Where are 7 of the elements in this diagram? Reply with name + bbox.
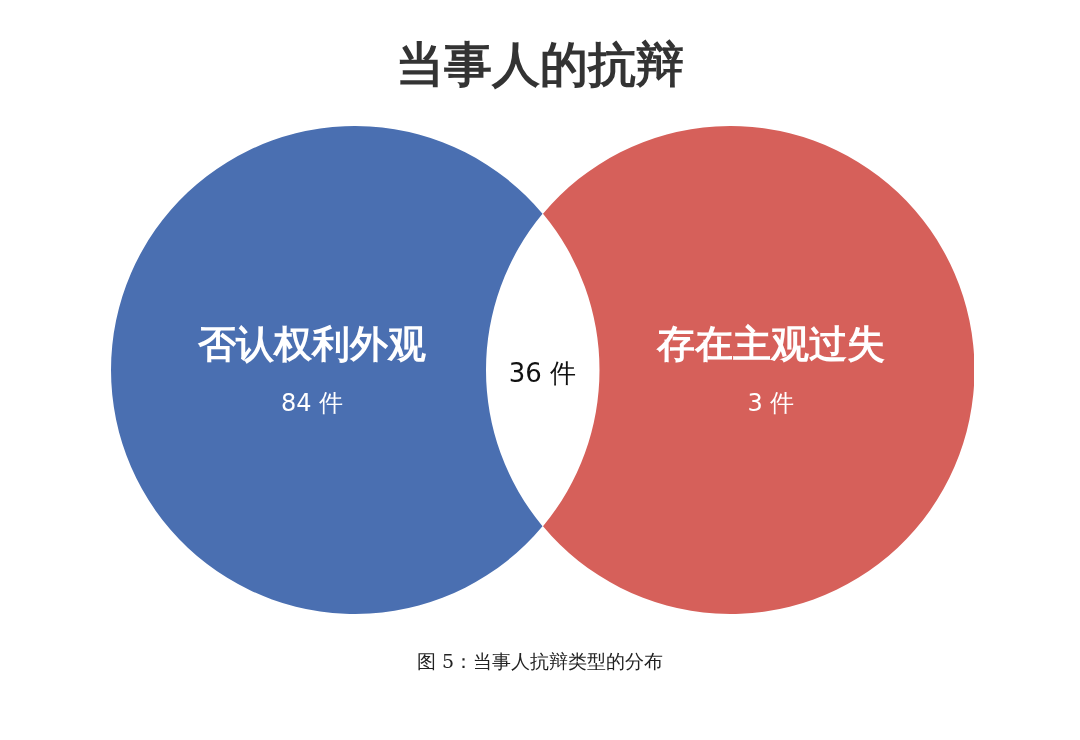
diagram-title: 当事人的抗辩 <box>396 40 684 88</box>
overlap-count: 36 件 <box>508 360 577 386</box>
circle-label: 存在主观过失 <box>657 325 885 363</box>
circle-label: 否认权利外观 <box>198 325 426 363</box>
count-label: 84 件 <box>280 391 344 415</box>
figure-caption: 图 5：当事人抗辩类型的分布 <box>416 652 664 671</box>
count-label: 3 件 <box>747 391 795 415</box>
